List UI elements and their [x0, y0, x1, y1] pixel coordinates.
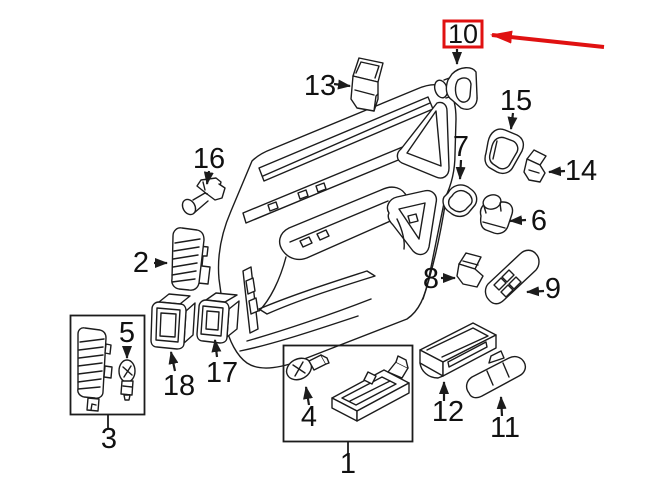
callout-6-arrow	[509, 215, 527, 226]
callout-8[interactable]: 8	[423, 263, 439, 295]
part-5-artwork	[118, 359, 136, 401]
part-18-artwork	[150, 293, 196, 350]
part-3-artwork	[77, 327, 113, 412]
part-1-artwork	[331, 355, 410, 422]
callout-17[interactable]: 17	[206, 357, 238, 389]
callout-10[interactable]: 10	[448, 19, 478, 49]
callout-7[interactable]: 7	[453, 131, 469, 163]
callout-4[interactable]: 4	[301, 401, 317, 433]
callout-11[interactable]: 11	[490, 412, 520, 444]
callout-2[interactable]: 2	[133, 247, 149, 279]
callout-16-arrow	[203, 170, 214, 185]
part-14-artwork	[523, 149, 547, 183]
callout-14-arrow	[548, 166, 566, 177]
callout-16[interactable]: 16	[193, 143, 225, 175]
callout-15-arrow	[507, 112, 518, 130]
callout-4-arrow	[303, 386, 313, 406]
callout-9-arrow	[526, 286, 545, 297]
part-8-artwork	[456, 252, 484, 288]
part-4-artwork	[285, 354, 330, 381]
callout-18-arrow	[168, 351, 179, 372]
highlight-box	[442, 19, 484, 49]
part-2-artwork	[171, 227, 211, 291]
callout-13[interactable]: 13	[304, 70, 336, 102]
part-15-artwork	[484, 128, 525, 175]
callout-12[interactable]: 12	[432, 396, 464, 428]
part-12-artwork	[419, 322, 497, 379]
callout-14[interactable]: 14	[565, 155, 597, 187]
callout-arrows	[107, 49, 566, 455]
highlight-annotation	[442, 19, 605, 49]
callout-1[interactable]: 1	[340, 448, 356, 480]
callout-6[interactable]: 6	[531, 205, 547, 237]
callout-11-arrow	[496, 396, 507, 417]
callout-3[interactable]: 3	[101, 423, 117, 455]
callout-13-arrow	[333, 79, 351, 90]
part-11-artwork	[465, 350, 527, 399]
door-panel-artwork	[217, 84, 457, 369]
callout-9[interactable]: 9	[545, 273, 561, 305]
callout-18[interactable]: 18	[163, 370, 195, 402]
callout-17-arrow	[211, 339, 222, 358]
part-16-artwork	[181, 177, 226, 216]
kit-box-1	[282, 344, 414, 443]
part-9-artwork	[484, 249, 540, 305]
red-pointer-arrow-icon	[490, 30, 605, 49]
callout-labels: 1 2 3 4 5 6 7 8 9 10 11 12 13 14 15 16 1…	[101, 19, 597, 480]
callout-5[interactable]: 5	[119, 317, 135, 349]
part-10-artwork	[433, 67, 478, 110]
callout-7-arrow	[455, 159, 466, 180]
part-17-artwork	[196, 292, 240, 344]
part-7-artwork	[442, 184, 478, 218]
kit-box-3	[69, 314, 146, 416]
callout-15[interactable]: 15	[500, 85, 532, 117]
part-13-artwork	[350, 57, 384, 112]
part-6-artwork	[479, 194, 514, 235]
